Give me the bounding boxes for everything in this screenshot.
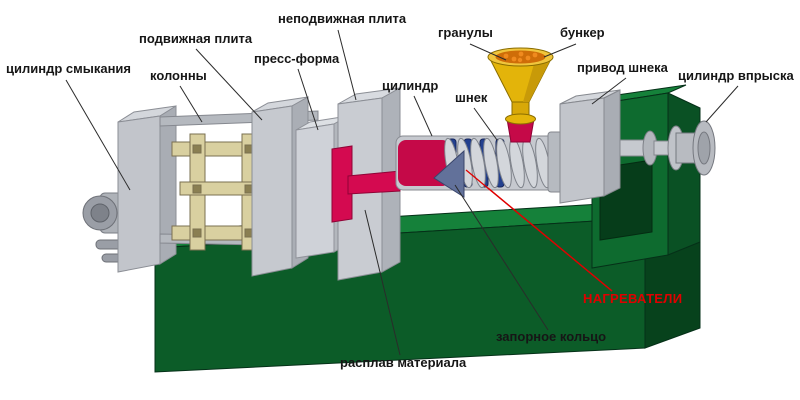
- check-ring-part: [433, 149, 465, 198]
- label-hopper: бункер: [560, 25, 605, 40]
- label-check-ring: запорное кольцо: [496, 329, 607, 344]
- heater-leader-lines: [465, 169, 613, 292]
- label-heaters: НАГРЕВАТЕЛИ: [583, 291, 683, 306]
- label-screw-drive: привод шнека: [577, 60, 668, 75]
- label-moving-platen: подвижная плита: [139, 31, 253, 46]
- hopper-part: [487, 47, 554, 143]
- melt-runner-part: [331, 145, 401, 223]
- screw-drive-part: [559, 89, 621, 204]
- label-screw: шнек: [455, 90, 488, 105]
- label-granules: гранулы: [438, 25, 493, 40]
- label-cylinder: цилиндр: [382, 78, 439, 93]
- label-injection-cylinder: цилиндр впрыска: [678, 68, 794, 83]
- label-clamping-cylinder: цилиндр смыкания: [6, 61, 132, 76]
- rear-platen-part: [117, 105, 177, 273]
- injection-cylinder-part: [619, 120, 716, 176]
- label-melt: расплав материала: [340, 355, 467, 370]
- label-mold: пресс-форма: [254, 51, 340, 66]
- melt-in-barrel: [398, 140, 450, 186]
- granule-dots: [503, 51, 538, 63]
- label-fixed-platen: неподвижная плита: [278, 11, 407, 26]
- barrel-part: [395, 131, 567, 198]
- label-columns: колонны: [150, 68, 207, 83]
- leader-lines: [65, 29, 739, 356]
